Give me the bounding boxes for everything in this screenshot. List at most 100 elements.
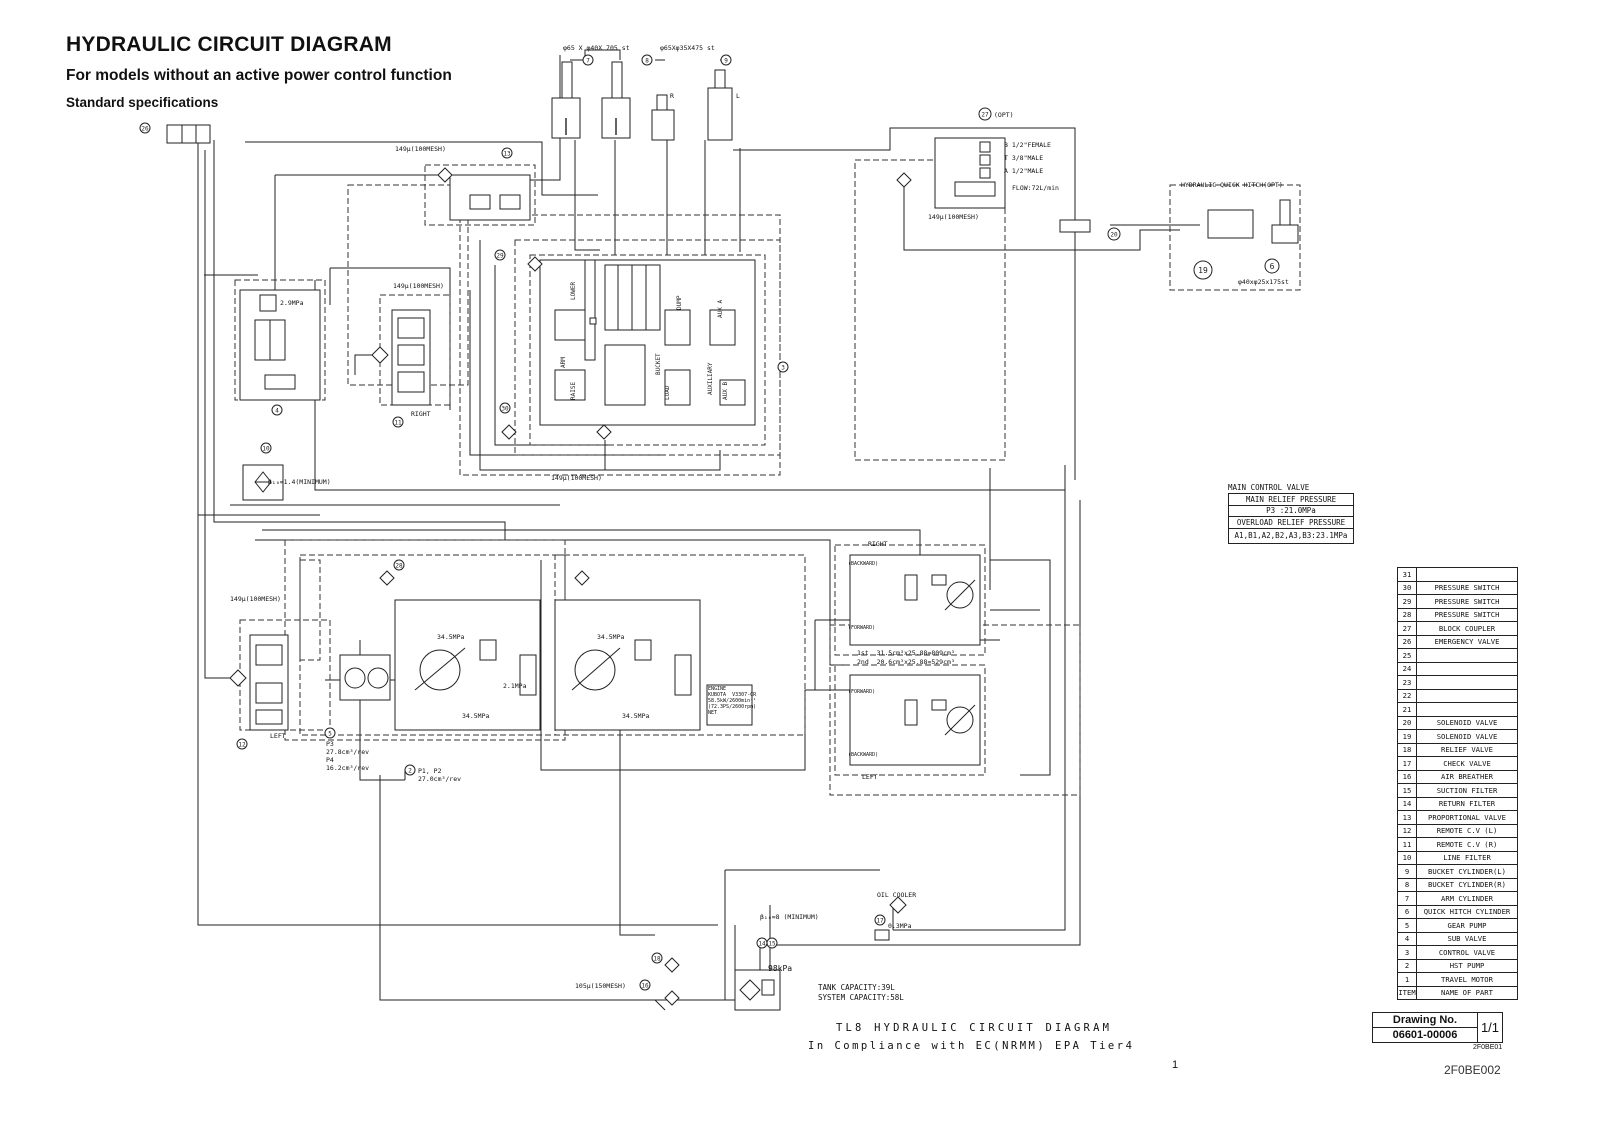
hst-pump (379, 570, 753, 731)
main-control-valve-table: MAIN CONTROL VALVE MAIN RELIEF PRESSURE … (1228, 483, 1354, 544)
part-item-no: 24 (1397, 661, 1417, 676)
line-filter (242, 464, 284, 501)
mcv-title: MAIN CONTROL VALVE (1228, 483, 1310, 492)
callout-14: 14 (756, 937, 768, 949)
part-item-no: 25 (1397, 648, 1417, 663)
drawing-no-label: Drawing No. (1372, 1012, 1478, 1028)
sub-valve-pressure: 2.9MPa (280, 299, 304, 307)
part-name: BLOCK COUPLER (1416, 621, 1518, 636)
part-name: BUCKET CYLINDER(L) (1416, 864, 1518, 879)
svg-text:BUCKET: BUCKET (655, 353, 662, 375)
part-item-no: 15 (1397, 783, 1417, 798)
callout-16: 16 (639, 979, 651, 991)
part-item-no: 19 (1397, 729, 1417, 744)
svg-text:30: 30 (501, 406, 509, 413)
svg-text:RAISE: RAISE (570, 382, 577, 400)
svg-text:29: 29 (496, 253, 504, 260)
part-item-no: 13 (1397, 810, 1417, 825)
part-name (1416, 702, 1518, 717)
hst-pressure-2: 34.5MPa (462, 712, 490, 720)
valve-function-labels: LOWER RAISE ARM BUCKET LOAD DUMP AUXILIA… (560, 282, 729, 400)
part-name (1416, 675, 1518, 690)
part-name (1416, 648, 1518, 663)
parts-row: 23 (1397, 675, 1518, 690)
part-item-no: 10 (1397, 850, 1417, 865)
part-name: PRESSURE SWITCH (1416, 594, 1518, 609)
part-name: REMOTE C.V (R) (1416, 837, 1518, 852)
part-item-no: 12 (1397, 823, 1417, 838)
part-item-no: 17 (1397, 756, 1417, 771)
svg-text:14: 14 (758, 941, 766, 948)
part-name: PROPORTIONAL VALVE (1416, 810, 1518, 825)
part-item-no: 22 (1397, 688, 1417, 703)
callout-28: 28 (393, 559, 405, 571)
mesh-coupler-label: 149μ(100MESH) (928, 213, 979, 221)
gear-pump-spec: P3 27.8cm³/rev P4 16.2cm³/rev (326, 740, 370, 772)
hst-pressure-3: 34.5MPa (597, 633, 625, 641)
port-b-label: B 1/2"FEMALE (1004, 141, 1051, 149)
callout-8: 8 (641, 54, 653, 66)
svg-text:12: 12 (238, 742, 246, 749)
mcv-row: P3 :21.0MPa (1228, 504, 1354, 517)
svg-text:LOAD: LOAD (664, 385, 671, 400)
breather-pressure: 98kPa (768, 964, 793, 973)
svg-text:AUX A: AUX A (717, 300, 724, 318)
qh-cylinder-spec: φ40xφ25x175st (1238, 278, 1289, 286)
callouts: 26 13 27 20 19 6 7 8 9 29 4 11 10 30 3 2… (139, 54, 1280, 991)
arm-cylinders (551, 61, 631, 139)
remote-right-label: RIGHT (411, 410, 431, 418)
part-item-no: 27 (1397, 621, 1417, 636)
parts-row: 21 (1397, 702, 1518, 717)
page-subtitle: For models without an active power contr… (66, 67, 452, 84)
part-name: NAME OF PART (1416, 985, 1518, 1000)
backward-label-2: (BACKWARD) (848, 752, 879, 758)
forward-label-2: (FORWARD) (848, 689, 876, 695)
part-item-no: 26 (1397, 634, 1417, 649)
motor-displacement: 1st 31.5cm³x25.88=809cm³ 2nd 20.6cm³x25.… (857, 649, 955, 666)
part-item-no: 7 (1397, 891, 1417, 906)
mcv-row: A1,B1,A2,B2,A3,B3:23.1MPa (1228, 527, 1354, 544)
part-name (1416, 661, 1518, 676)
svg-text:AUXILIARY: AUXILIARY (707, 362, 714, 395)
parts-row: 31 (1397, 567, 1518, 582)
part-item-no: 29 (1397, 594, 1417, 609)
svg-text:18: 18 (653, 956, 661, 963)
line-filter-beta: β₁₀=1.4(MINIMUM) (268, 478, 331, 486)
part-item-no: 16 (1397, 769, 1417, 784)
check-pressure: 2.1MPa (503, 682, 527, 690)
remote-cv-right (371, 309, 431, 406)
callout-30: 30 (499, 402, 511, 414)
tank-capacity: TANK CAPACITY:39L (818, 983, 895, 992)
callout-9: 9 (720, 54, 732, 66)
svg-text:2: 2 (408, 768, 412, 775)
part-item-no: 3 (1397, 945, 1417, 960)
part-name: GEAR PUMP (1416, 918, 1518, 933)
mesh-tank-label: 105μ(150MESH) (575, 982, 626, 990)
part-item-no: 30 (1397, 580, 1417, 595)
flow-label: FLOW:72L/min (1012, 184, 1059, 192)
page-title: HYDRAULIC CIRCUIT DIAGRAM (66, 33, 392, 56)
system-capacity: SYSTEM CAPACITY:58L (818, 993, 904, 1002)
part-name: HST PUMP (1416, 958, 1518, 973)
part-name: EMERGENCY VALVE (1416, 634, 1518, 649)
callout-7: 7 (582, 54, 594, 66)
part-name: SUCTION FILTER (1416, 783, 1518, 798)
oil-cooler-label: OIL COOLER (877, 891, 917, 899)
part-item-no: 2 (1397, 958, 1417, 973)
svg-text:11: 11 (394, 420, 402, 427)
label-r: R (670, 92, 674, 100)
part-name: CHECK VALVE (1416, 756, 1518, 771)
svg-text:8: 8 (645, 58, 649, 65)
